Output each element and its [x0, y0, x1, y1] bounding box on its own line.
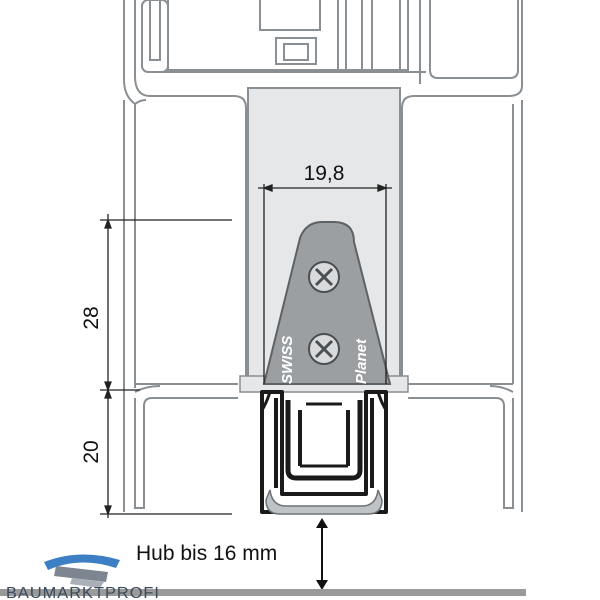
logo-text: BAUMARKTPROFI — [6, 585, 160, 600]
seal-mounting-plate: SWISS Planet — [262, 221, 392, 385]
dimension-height — [100, 214, 232, 518]
baumarktprofi-logo: BAUMARKTPROFI — [6, 554, 160, 600]
screw-icon — [308, 333, 340, 365]
seal-profile — [260, 390, 388, 515]
dimension-width — [258, 184, 392, 384]
dimension-height-upper-label: 28 — [80, 306, 103, 329]
stroke-arrow — [316, 518, 328, 590]
stroke-label: Hub bis 16 mm — [136, 542, 277, 565]
door-frame-profile — [123, 0, 523, 512]
brand-marking-swiss: SWISS — [279, 336, 296, 384]
dimension-width-label: 19,8 — [304, 162, 345, 185]
dimension-height-lower-label: 20 — [80, 440, 103, 463]
brand-marking-planet: Planet — [353, 338, 370, 384]
floor-line — [0, 589, 526, 596]
screw-icon — [308, 261, 340, 293]
